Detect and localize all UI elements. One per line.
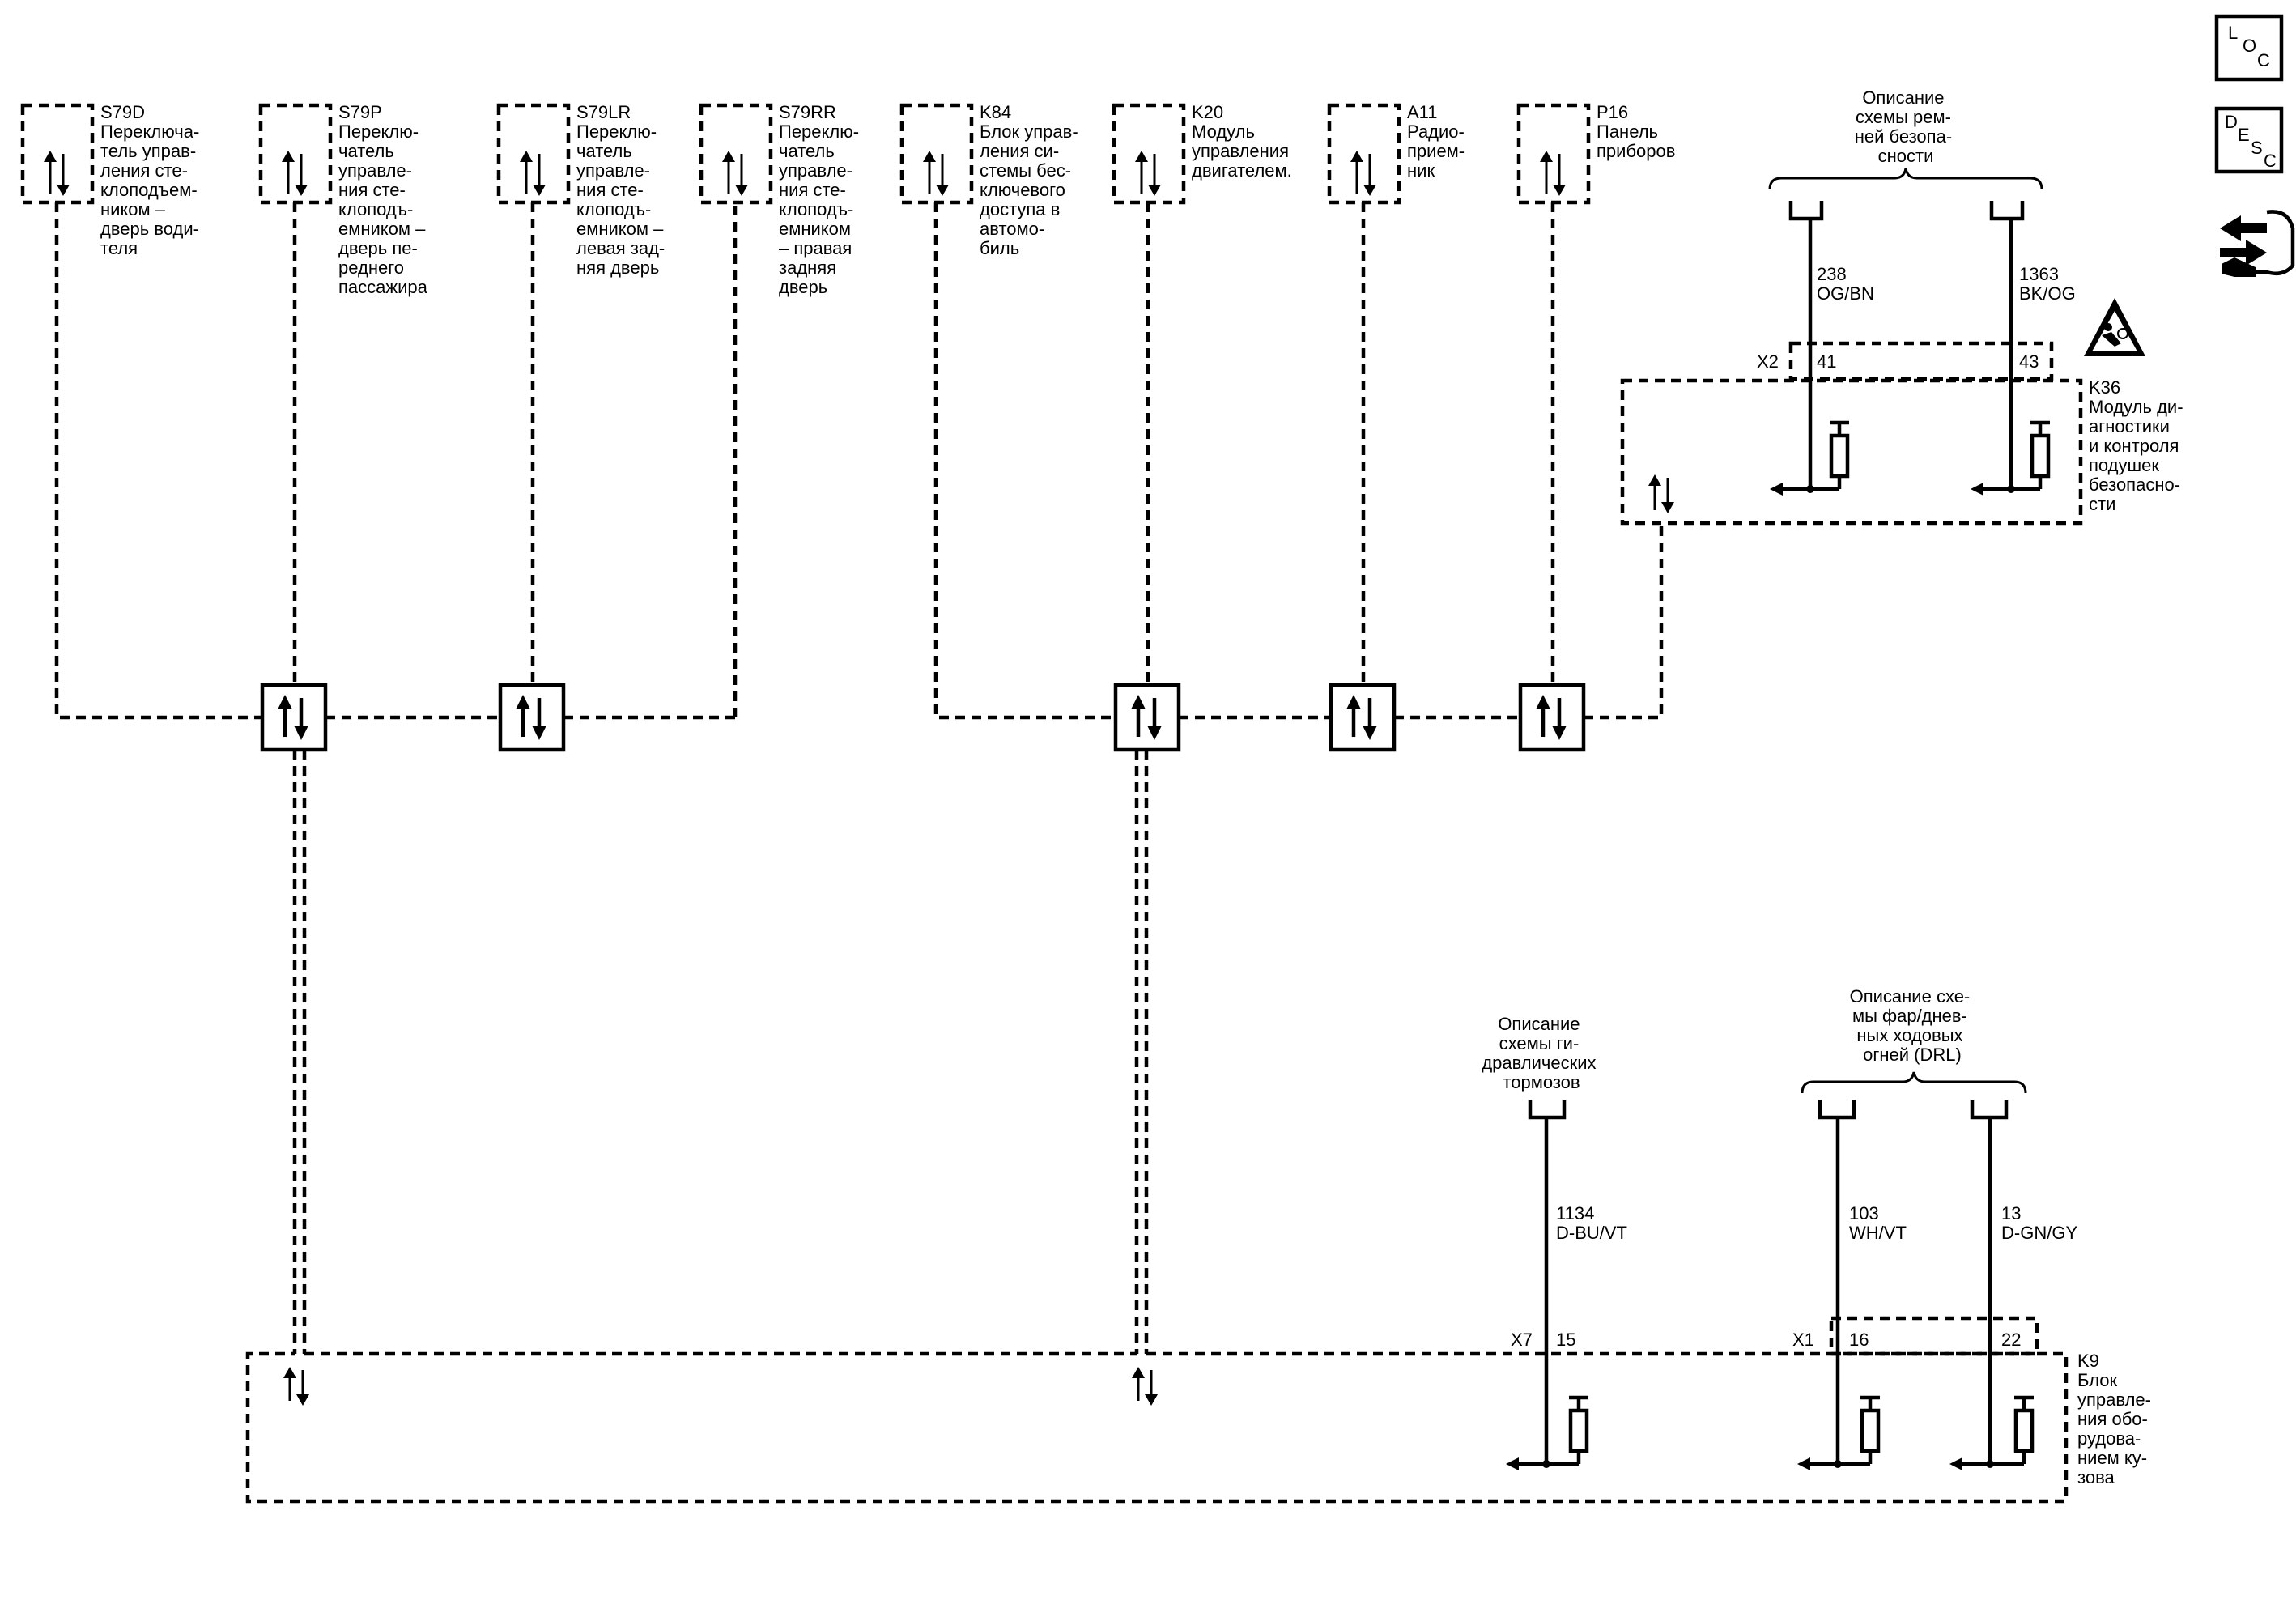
loc-letter-1: L [2228, 23, 2238, 43]
bidirectional-arrow-icon [1648, 474, 1674, 513]
wire-circuit: 13 [2001, 1203, 2021, 1223]
reference-label: Описание схемы рем- ней безопа- сности [1855, 87, 1958, 166]
module-id: S79RR [779, 102, 836, 122]
pin-number: 22 [2001, 1330, 2021, 1350]
module-s79lr[interactable]: S79LR Переклю- чатель управле- ния сте- … [496, 102, 670, 278]
reference-label: Описание схемы ги- дравлических тормозов [1482, 1014, 1601, 1092]
module-label: Переклю- чатель управле- ния сте- клопод… [779, 121, 864, 297]
bidirectional-arrow-icon [520, 151, 546, 196]
wire-color: D-GN/GY [2001, 1223, 2077, 1243]
bus-splice-s79p[interactable] [260, 683, 328, 752]
bidirectional-arrow-icon [283, 1367, 309, 1406]
module-k84[interactable]: K84 Блок управ- ления си- стемы бес- клю… [899, 102, 1083, 258]
wire-color: WH/VT [1849, 1223, 1907, 1243]
wire-circuit: 103 [1849, 1203, 1879, 1223]
bus-splice-p16[interactable] [1518, 683, 1586, 752]
bidirectional-arrow-icon [722, 151, 748, 196]
module-id: P16 [1597, 102, 1628, 122]
module-label: Модуль ди- агностики и контроля подушек … [2089, 397, 2188, 514]
module-label: Модуль управления двигателем. [1192, 121, 1294, 181]
bidirectional-arrow-icon [1540, 151, 1566, 196]
module-id: K9 [2077, 1351, 2099, 1371]
wire-color: BK/OG [2019, 283, 2076, 304]
desc-letter-1: D [2225, 112, 2238, 132]
wire-color: OG/BN [1817, 283, 1874, 304]
module-id: S79D [100, 102, 145, 122]
wire-color: D-BU/VT [1556, 1223, 1627, 1243]
module-label: Радио- прием- ник [1407, 121, 1469, 181]
bus-splice-s79lr[interactable] [498, 683, 566, 752]
desc-letter-4: C [2264, 151, 2277, 171]
module-id: K20 [1192, 102, 1223, 122]
module-label: Блок управ- ления си- стемы бес- ключево… [980, 121, 1083, 258]
module-s79p[interactable]: S79P Переклю- чатель управле- ния сте- к… [258, 102, 431, 297]
module-k20[interactable]: K20 Модуль управления двигателем. [1112, 102, 1294, 205]
wire-circuit: 1134 [1556, 1203, 1594, 1223]
seatbelt-reference[interactable]: Описание схемы рем- ней безопа- сности [1768, 87, 2043, 190]
bidirectional-arrow-icon [1132, 1367, 1158, 1406]
pin-number: 41 [1817, 351, 1836, 372]
module-s79d[interactable]: S79D Переключа- тель управ- ления сте- к… [20, 102, 204, 258]
desc-letter-3: S [2251, 138, 2263, 158]
wire-circuit: 238 [1817, 264, 1847, 284]
loc-letter-3: C [2257, 50, 2270, 70]
bidirectional-arrow-icon [282, 151, 308, 196]
airbag-warning-icon [2084, 298, 2145, 356]
bidirectional-arrow-icon [44, 151, 70, 196]
drl-reference[interactable]: Описание схе- мы фар/днев- ных ходовых о… [1801, 986, 2027, 1094]
k9-module[interactable]: K9 Блок управле- ния обо- рудова- нием к… [245, 1316, 2156, 1504]
module-label: Переклю- чатель управле- ния сте- клопод… [338, 121, 431, 297]
connector-label: X7 [1511, 1330, 1533, 1350]
module-id: K84 [980, 102, 1011, 122]
module-a11[interactable]: A11 Радио- прием- ник [1327, 102, 1469, 205]
module-id: K36 [2089, 377, 2120, 398]
diagnostic-wrench-icon[interactable] [2220, 210, 2295, 277]
module-p16[interactable]: P16 Панель приборов [1516, 102, 1675, 205]
pin-number: 43 [2019, 351, 2039, 372]
module-label: Переклю- чатель управле- ния сте- клопод… [576, 121, 670, 278]
reference-label: Описание схе- мы фар/днев- ных ходовых о… [1850, 986, 1975, 1065]
bus-splice-k20[interactable] [1113, 683, 1181, 752]
connector-label: X1 [1792, 1330, 1814, 1350]
connector-label: X2 [1757, 351, 1779, 372]
pin-number: 16 [1849, 1330, 1869, 1350]
pin-number: 15 [1556, 1330, 1575, 1350]
module-label: Блок управле- ния обо- рудова- нием ку- … [2077, 1370, 2156, 1487]
bidirectional-arrow-icon [1135, 151, 1161, 196]
module-id: S79LR [576, 102, 631, 122]
k9-wire-1134[interactable]: 1134 D-BU/VT X7 15 [1506, 1100, 1627, 1470]
module-s79rr[interactable]: S79RR Переклю- чатель управле- ния сте- … [699, 102, 864, 297]
k36-wire-238[interactable]: 238 OG/BN 41 [1770, 201, 1874, 496]
module-id: S79P [338, 102, 382, 122]
data-bus-lines [54, 202, 1664, 1354]
k36-module[interactable]: X2 K36 Модуль ди- агностики и контроля п… [1620, 341, 2188, 526]
desc-letter-2: E [2238, 125, 2250, 145]
k36-wire-1363[interactable]: 1363 BK/OG 43 [1971, 201, 2076, 496]
desc-icon[interactable]: D E S C [2214, 106, 2284, 174]
module-label: Панель приборов [1597, 121, 1675, 161]
k9-wire-13[interactable]: 13 D-GN/GY 22 [1949, 1100, 2077, 1470]
bus-splice-a11[interactable] [1329, 683, 1397, 752]
bidirectional-arrow-icon [923, 151, 949, 196]
loc-letter-2: O [2243, 36, 2256, 56]
module-id: A11 [1407, 102, 1438, 122]
brake-reference[interactable]: Описание схемы ги- дравлических тормозов [1482, 1014, 1601, 1092]
module-label: Переключа- тель управ- ления сте- клопод… [100, 121, 204, 258]
k9-wire-103[interactable]: 103 WH/VT X1 16 [1792, 1100, 1907, 1470]
loc-icon[interactable]: L O C [2214, 14, 2284, 82]
wire-circuit: 1363 [2019, 264, 2059, 284]
bidirectional-arrow-icon [1350, 151, 1376, 196]
